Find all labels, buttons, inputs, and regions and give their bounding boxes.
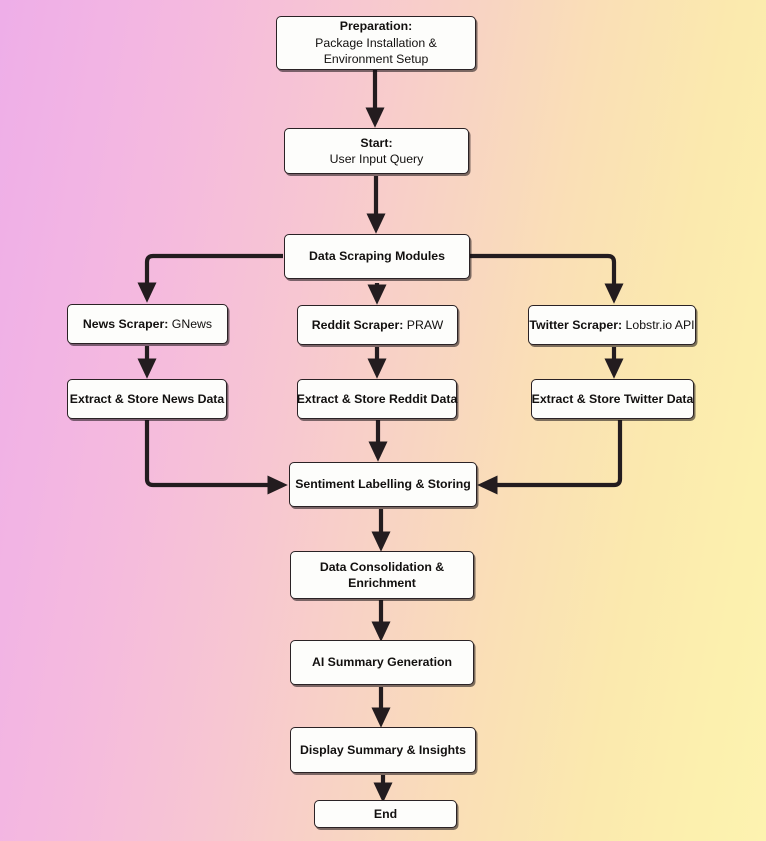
node-sentiment-labelling[interactable]: Sentiment Labelling & Storing: [289, 462, 477, 507]
edge-scraping-to-twitter: [470, 253, 624, 304]
node-preparation[interactable]: Preparation: Package Installation & Envi…: [276, 16, 476, 70]
node-twitter-scraper-title: Twitter Scraper:: [529, 317, 623, 332]
node-display-summary-label: Display Summary & Insights: [299, 742, 467, 757]
node-extract-store-reddit[interactable]: Extract & Store Reddit Data: [297, 379, 457, 419]
node-preparation-line3: Environment Setup: [323, 52, 429, 67]
edge-extract-news-to-sentiment: [144, 420, 288, 495]
node-start[interactable]: Start: User Input Query: [284, 128, 469, 174]
node-data-consolidation-line2: Enrichment: [348, 576, 416, 590]
node-start-title: Start:: [360, 135, 393, 150]
node-ai-summary[interactable]: AI Summary Generation: [290, 640, 474, 685]
node-preparation-title: Preparation:: [339, 19, 413, 34]
node-data-consolidation-line1: Data Consolidation &: [319, 559, 445, 574]
node-data-consolidation[interactable]: Data Consolidation & Enrichment: [290, 551, 474, 599]
node-preparation-line2: Package Installation &: [315, 35, 437, 50]
edge-extract-twitter-to-sentiment: [477, 420, 623, 495]
node-data-scraping-modules[interactable]: Data Scraping Modules: [284, 234, 470, 279]
node-extract-store-news-label: Extract & Store News Data: [69, 391, 225, 406]
node-data-scraping-modules-label: Data Scraping Modules: [309, 249, 445, 264]
node-end[interactable]: End: [314, 800, 457, 828]
node-news-scraper-value: GNews: [168, 316, 213, 331]
node-ai-summary-label: AI Summary Generation: [311, 655, 453, 670]
node-extract-store-twitter[interactable]: Extract & Store Twitter Data: [531, 379, 694, 419]
node-extract-store-reddit-label: Extract & Store Reddit Data: [296, 391, 458, 406]
node-twitter-scraper-value: Lobstr.io API: [622, 317, 695, 332]
node-sentiment-labelling-label: Sentiment Labelling & Storing: [295, 477, 471, 492]
node-reddit-scraper-value: PRAW: [403, 317, 444, 332]
node-twitter-scraper[interactable]: Twitter Scraper: Lobstr.io API: [528, 305, 696, 345]
node-extract-store-twitter-label: Extract & Store Twitter Data: [531, 391, 694, 406]
node-news-scraper-title: News Scraper:: [82, 316, 169, 331]
node-reddit-scraper-title: Reddit Scraper:: [311, 317, 404, 332]
edge-scraping-to-news: [137, 253, 283, 303]
node-extract-store-news[interactable]: Extract & Store News Data: [67, 379, 227, 419]
node-reddit-scraper[interactable]: Reddit Scraper: PRAW: [297, 305, 458, 345]
node-news-scraper[interactable]: News Scraper: GNews: [67, 304, 228, 344]
node-end-label: End: [373, 806, 398, 821]
node-start-line2: User Input Query: [329, 152, 424, 166]
node-display-summary[interactable]: Display Summary & Insights: [290, 727, 476, 773]
